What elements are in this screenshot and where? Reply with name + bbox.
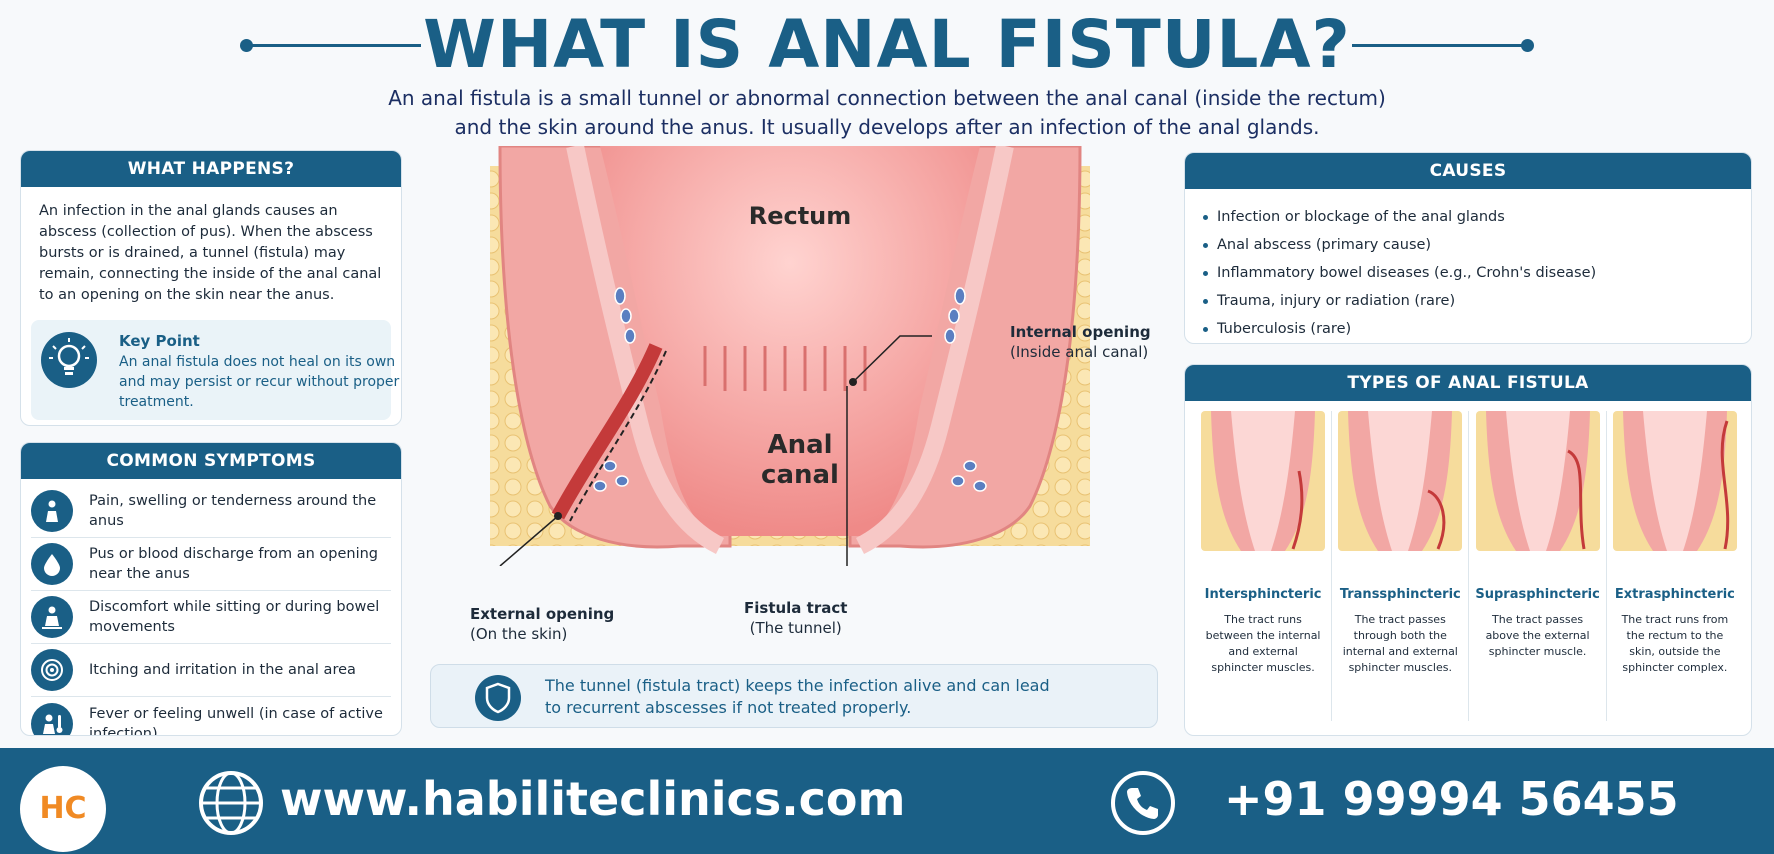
internal-opening-dot: [849, 378, 857, 386]
note-line-2: to recurrent abscesses if not treated pr…: [545, 698, 912, 717]
type-column: Intersphincteric The tract runs between …: [1195, 411, 1333, 721]
fistula-tract: [551, 343, 663, 520]
types-heading: TYPES OF ANAL FISTULA: [1185, 365, 1751, 401]
internal-opening-title: Internal opening: [1010, 323, 1151, 341]
page-title: WHAT IS ANAL FISTULA?: [423, 6, 1351, 83]
lightbulb-icon: [41, 332, 97, 388]
anal-glands: [593, 287, 987, 492]
symptom-item: Pain, swelling or tenderness around the …: [31, 485, 391, 538]
anatomy-illustration: [490, 144, 1090, 567]
anal-canal-label-line-2: canal: [761, 460, 839, 490]
note-box: The tunnel (fistula tract) keeps the inf…: [430, 664, 1158, 728]
what-happens-heading: WHAT HAPPENS?: [21, 151, 401, 187]
type-column: Suprasphincteric The tract passes above …: [1469, 411, 1607, 721]
note-line-1: The tunnel (fistula tract) keeps the inf…: [545, 676, 1050, 695]
type-column: Transsphincteric The tract passes throug…: [1332, 411, 1470, 721]
causes-panel: CAUSES Infection or blockage of the anal…: [1184, 152, 1752, 344]
subtitle-line-2: and the skin around the anus. It usually…: [454, 115, 1320, 139]
what-happens-text: An infection in the anal glands causes a…: [39, 203, 382, 303]
type-name: Extrasphincteric: [1614, 587, 1735, 602]
intersphincteric-illustration: [1201, 411, 1326, 551]
types-grid: Intersphincteric The tract runs between …: [1195, 411, 1743, 721]
symptom-item: Pus or blood discharge from an opening n…: [31, 538, 391, 591]
symptom-text: Discomfort while sitting or during bowel…: [89, 599, 380, 635]
symptom-item: Fever or feeling unwell (in case of acti…: [31, 697, 391, 736]
anal-columns: [703, 346, 867, 391]
title-left-line: [245, 44, 421, 47]
fistula-tract-label: Fistula tract (The tunnel): [744, 598, 847, 638]
type-desc: The tract runs from the rectum to the sk…: [1621, 613, 1729, 674]
anal-canal-label-line-1: Anal: [767, 430, 833, 460]
type-column: Extrasphincteric The tract runs from the…: [1607, 411, 1743, 721]
internal-opening-label: Internal opening (Inside anal canal): [1010, 322, 1151, 362]
rectum-label: Rectum: [748, 202, 852, 230]
key-point-text: An anal fistula does not heal on its own…: [119, 354, 400, 410]
fistula-tract-outline: [569, 350, 667, 522]
type-name: Intersphincteric: [1204, 587, 1322, 602]
extrasphincteric-illustration: [1612, 411, 1737, 551]
fever-icon: [31, 702, 73, 735]
transsphincteric-illustration: [1338, 411, 1463, 551]
cause-item: Infection or blockage of the anal glands: [1203, 203, 1751, 231]
right-internal-sphincter: [855, 144, 1014, 555]
fistula-tract-title: Fistula tract: [744, 599, 848, 617]
types-panel: TYPES OF ANAL FISTULA Intersphincteric T…: [1184, 364, 1752, 736]
external-opening-sub: (On the skin): [470, 625, 568, 643]
external-opening-label: External opening (On the skin): [470, 604, 614, 644]
suprasphincteric-illustration: [1475, 411, 1600, 551]
cause-item: Tuberculosis (rare): [1203, 315, 1751, 343]
symptom-text: Fever or feeling unwell (in case of acti…: [89, 705, 383, 736]
symptom-text: Pus or blood discharge from an opening n…: [89, 546, 378, 582]
drop-icon: [31, 543, 73, 585]
subtitle-line-1: An anal fistula is a small tunnel or abn…: [388, 86, 1386, 110]
phone-number[interactable]: +91 99994 56455: [1224, 772, 1679, 826]
type-name: Transsphincteric: [1339, 587, 1461, 602]
symptom-text: Itching and irritation in the anal area: [89, 662, 356, 678]
symptom-item: Itching and irritation in the anal area: [31, 644, 391, 697]
person-discomfort-icon: [31, 596, 73, 638]
title-right-dot: [1521, 39, 1534, 52]
target-icon: [31, 649, 73, 691]
shield-icon: [475, 675, 521, 721]
external-opening-leader: [499, 515, 559, 567]
globe-icon: [196, 768, 266, 842]
title-left-dot: [240, 39, 253, 52]
fistula-tract-sub: (The tunnel): [749, 619, 842, 637]
external-opening-dot: [554, 512, 562, 520]
key-point-title: Key Point: [119, 332, 200, 350]
clinic-logo: HC: [20, 766, 106, 852]
left-internal-sphincter: [566, 144, 725, 555]
type-desc: The tract passes above the external sphi…: [1485, 613, 1590, 658]
key-point-box: Key Point An anal fistula does not heal …: [31, 320, 399, 420]
person-sitting-icon: [31, 490, 73, 532]
anal-canal-label: Anal canal: [730, 430, 870, 490]
causes-heading: CAUSES: [1185, 153, 1751, 189]
causes-list: Infection or blockage of the anal glands…: [1185, 189, 1751, 343]
symptoms-list: Pain, swelling or tenderness around the …: [21, 479, 401, 736]
symptoms-panel: COMMON SYMPTOMS Pain, swelling or tender…: [20, 442, 402, 736]
symptom-item: Discomfort while sitting or during bowel…: [31, 591, 391, 644]
type-desc: The tract passes through both the intern…: [1342, 613, 1458, 674]
cause-item: Inflammatory bowel diseases (e.g., Crohn…: [1203, 259, 1751, 287]
external-opening-title: External opening: [470, 605, 615, 623]
symptoms-heading: COMMON SYMPTOMS: [21, 443, 401, 479]
cause-item: Anal abscess (primary cause): [1203, 231, 1751, 259]
website-link[interactable]: www.habiliteclinics.com: [280, 772, 906, 826]
note-text: The tunnel (fistula tract) keeps the inf…: [545, 675, 1125, 719]
title-right-line: [1352, 44, 1528, 47]
phone-icon: [1108, 768, 1178, 842]
internal-opening-leader: [852, 335, 932, 383]
fistula-diagram: Rectum Anal canal: [480, 144, 1100, 567]
what-happens-panel: WHAT HAPPENS? An infection in the anal g…: [20, 150, 402, 426]
symptom-text: Pain, swelling or tenderness around the …: [89, 493, 377, 529]
internal-opening-sub: (Inside anal canal): [1010, 343, 1149, 361]
type-name: Suprasphincteric: [1475, 587, 1600, 602]
cause-item: Trauma, injury or radiation (rare): [1203, 287, 1751, 315]
type-desc: The tract runs between the internal and …: [1205, 613, 1321, 674]
footer-bar: HC www.habiliteclinics.com +91 99994 564…: [0, 748, 1774, 854]
subtitle: An anal fistula is a small tunnel or abn…: [250, 84, 1524, 142]
title-row: WHAT IS ANAL FISTULA?: [0, 6, 1774, 83]
rectum-lumen: [600, 146, 980, 536]
